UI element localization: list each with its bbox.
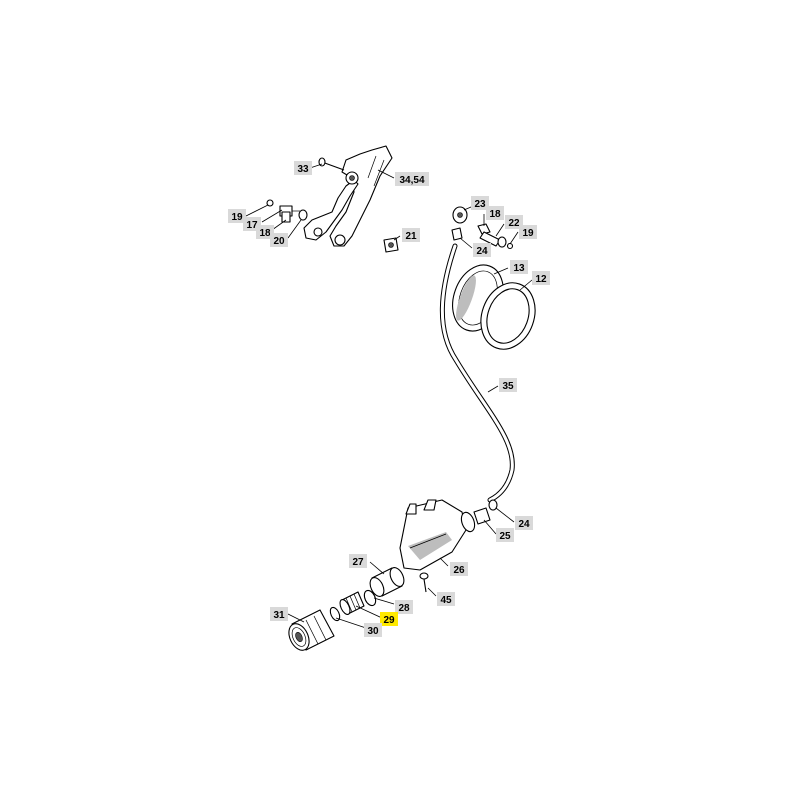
callout-24-bottom[interactable]: 24	[515, 516, 533, 530]
callout-26-text: 26	[453, 565, 465, 576]
callout-24-top[interactable]: 24	[473, 243, 491, 257]
callout-34-54[interactable]: 34,54	[395, 172, 429, 186]
callout-22-text: 22	[508, 218, 520, 229]
callout-35-text: 35	[502, 381, 514, 392]
callout-45[interactable]: 45	[437, 592, 455, 606]
callout-23[interactable]: 23	[471, 196, 489, 210]
callout-33-text: 33	[297, 164, 309, 175]
callout-29-highlighted[interactable]: 29	[380, 612, 398, 626]
callout-22[interactable]: 22	[505, 215, 523, 229]
fastener-group-right	[477, 223, 514, 250]
callout-17-text: 17	[246, 220, 258, 231]
callout-18-right-text: 18	[489, 209, 501, 220]
cylinder-part-27	[369, 567, 405, 597]
callout-28[interactable]: 28	[395, 600, 413, 614]
hose-part-35	[439, 243, 515, 503]
o-ring-part-28	[363, 589, 377, 607]
callout-23-text: 23	[474, 199, 486, 210]
screw-part-33	[318, 157, 345, 171]
callout-20[interactable]: 20	[270, 233, 288, 247]
callout-19-right-text: 19	[522, 228, 534, 239]
callout-21-text: 21	[405, 231, 417, 242]
callout-24-bottom-text: 24	[518, 519, 530, 530]
callout-19-left-text: 19	[231, 212, 243, 223]
leader-lines	[245, 163, 533, 629]
callout-12-text: 12	[535, 274, 547, 285]
callout-27[interactable]: 27	[349, 554, 367, 568]
banjo-fitting-part-23	[451, 206, 468, 241]
callout-18-left-text: 18	[259, 228, 271, 239]
callout-27-text: 27	[352, 557, 364, 568]
callout-35[interactable]: 35	[499, 378, 517, 392]
callout-12[interactable]: 12	[532, 271, 550, 285]
callout-21[interactable]: 21	[402, 228, 420, 242]
callout-29-text: 29	[383, 615, 395, 626]
spring-nut-part-29	[339, 591, 365, 615]
callout-33[interactable]: 33	[294, 161, 312, 175]
lever-bracket-part	[303, 145, 393, 247]
callout-30[interactable]: 30	[364, 623, 382, 637]
callout-13-text: 13	[513, 263, 525, 274]
fastener-group-left	[266, 199, 308, 223]
screw-part-45	[419, 572, 429, 593]
o-ring-part-30	[329, 606, 341, 622]
hose-fitting-parts-24-25	[473, 499, 498, 525]
callout-25[interactable]: 25	[496, 528, 514, 542]
square-nut-part-21	[383, 237, 399, 253]
callout-18-left[interactable]: 18	[256, 225, 274, 239]
callout-19-left[interactable]: 19	[228, 209, 246, 223]
callout-19-right[interactable]: 19	[519, 225, 537, 239]
callout-26[interactable]: 26	[450, 562, 468, 576]
callout-13[interactable]: 13	[510, 260, 528, 274]
housing-part-26	[399, 499, 476, 571]
gasket-ring-part-12	[480, 282, 536, 350]
callout-31[interactable]: 31	[270, 607, 288, 621]
callout-24-top-text: 24	[476, 246, 488, 257]
nozzle-part-31	[288, 609, 335, 651]
callout-31-text: 31	[273, 610, 285, 621]
callout-25-text: 25	[499, 531, 511, 542]
callout-34-54-text: 34,54	[399, 175, 424, 186]
callout-30-text: 30	[367, 626, 379, 637]
callout-18-right[interactable]: 18	[486, 206, 504, 220]
callout-20-text: 20	[273, 236, 285, 247]
callout-45-text: 45	[440, 595, 452, 606]
callout-28-text: 28	[398, 603, 410, 614]
